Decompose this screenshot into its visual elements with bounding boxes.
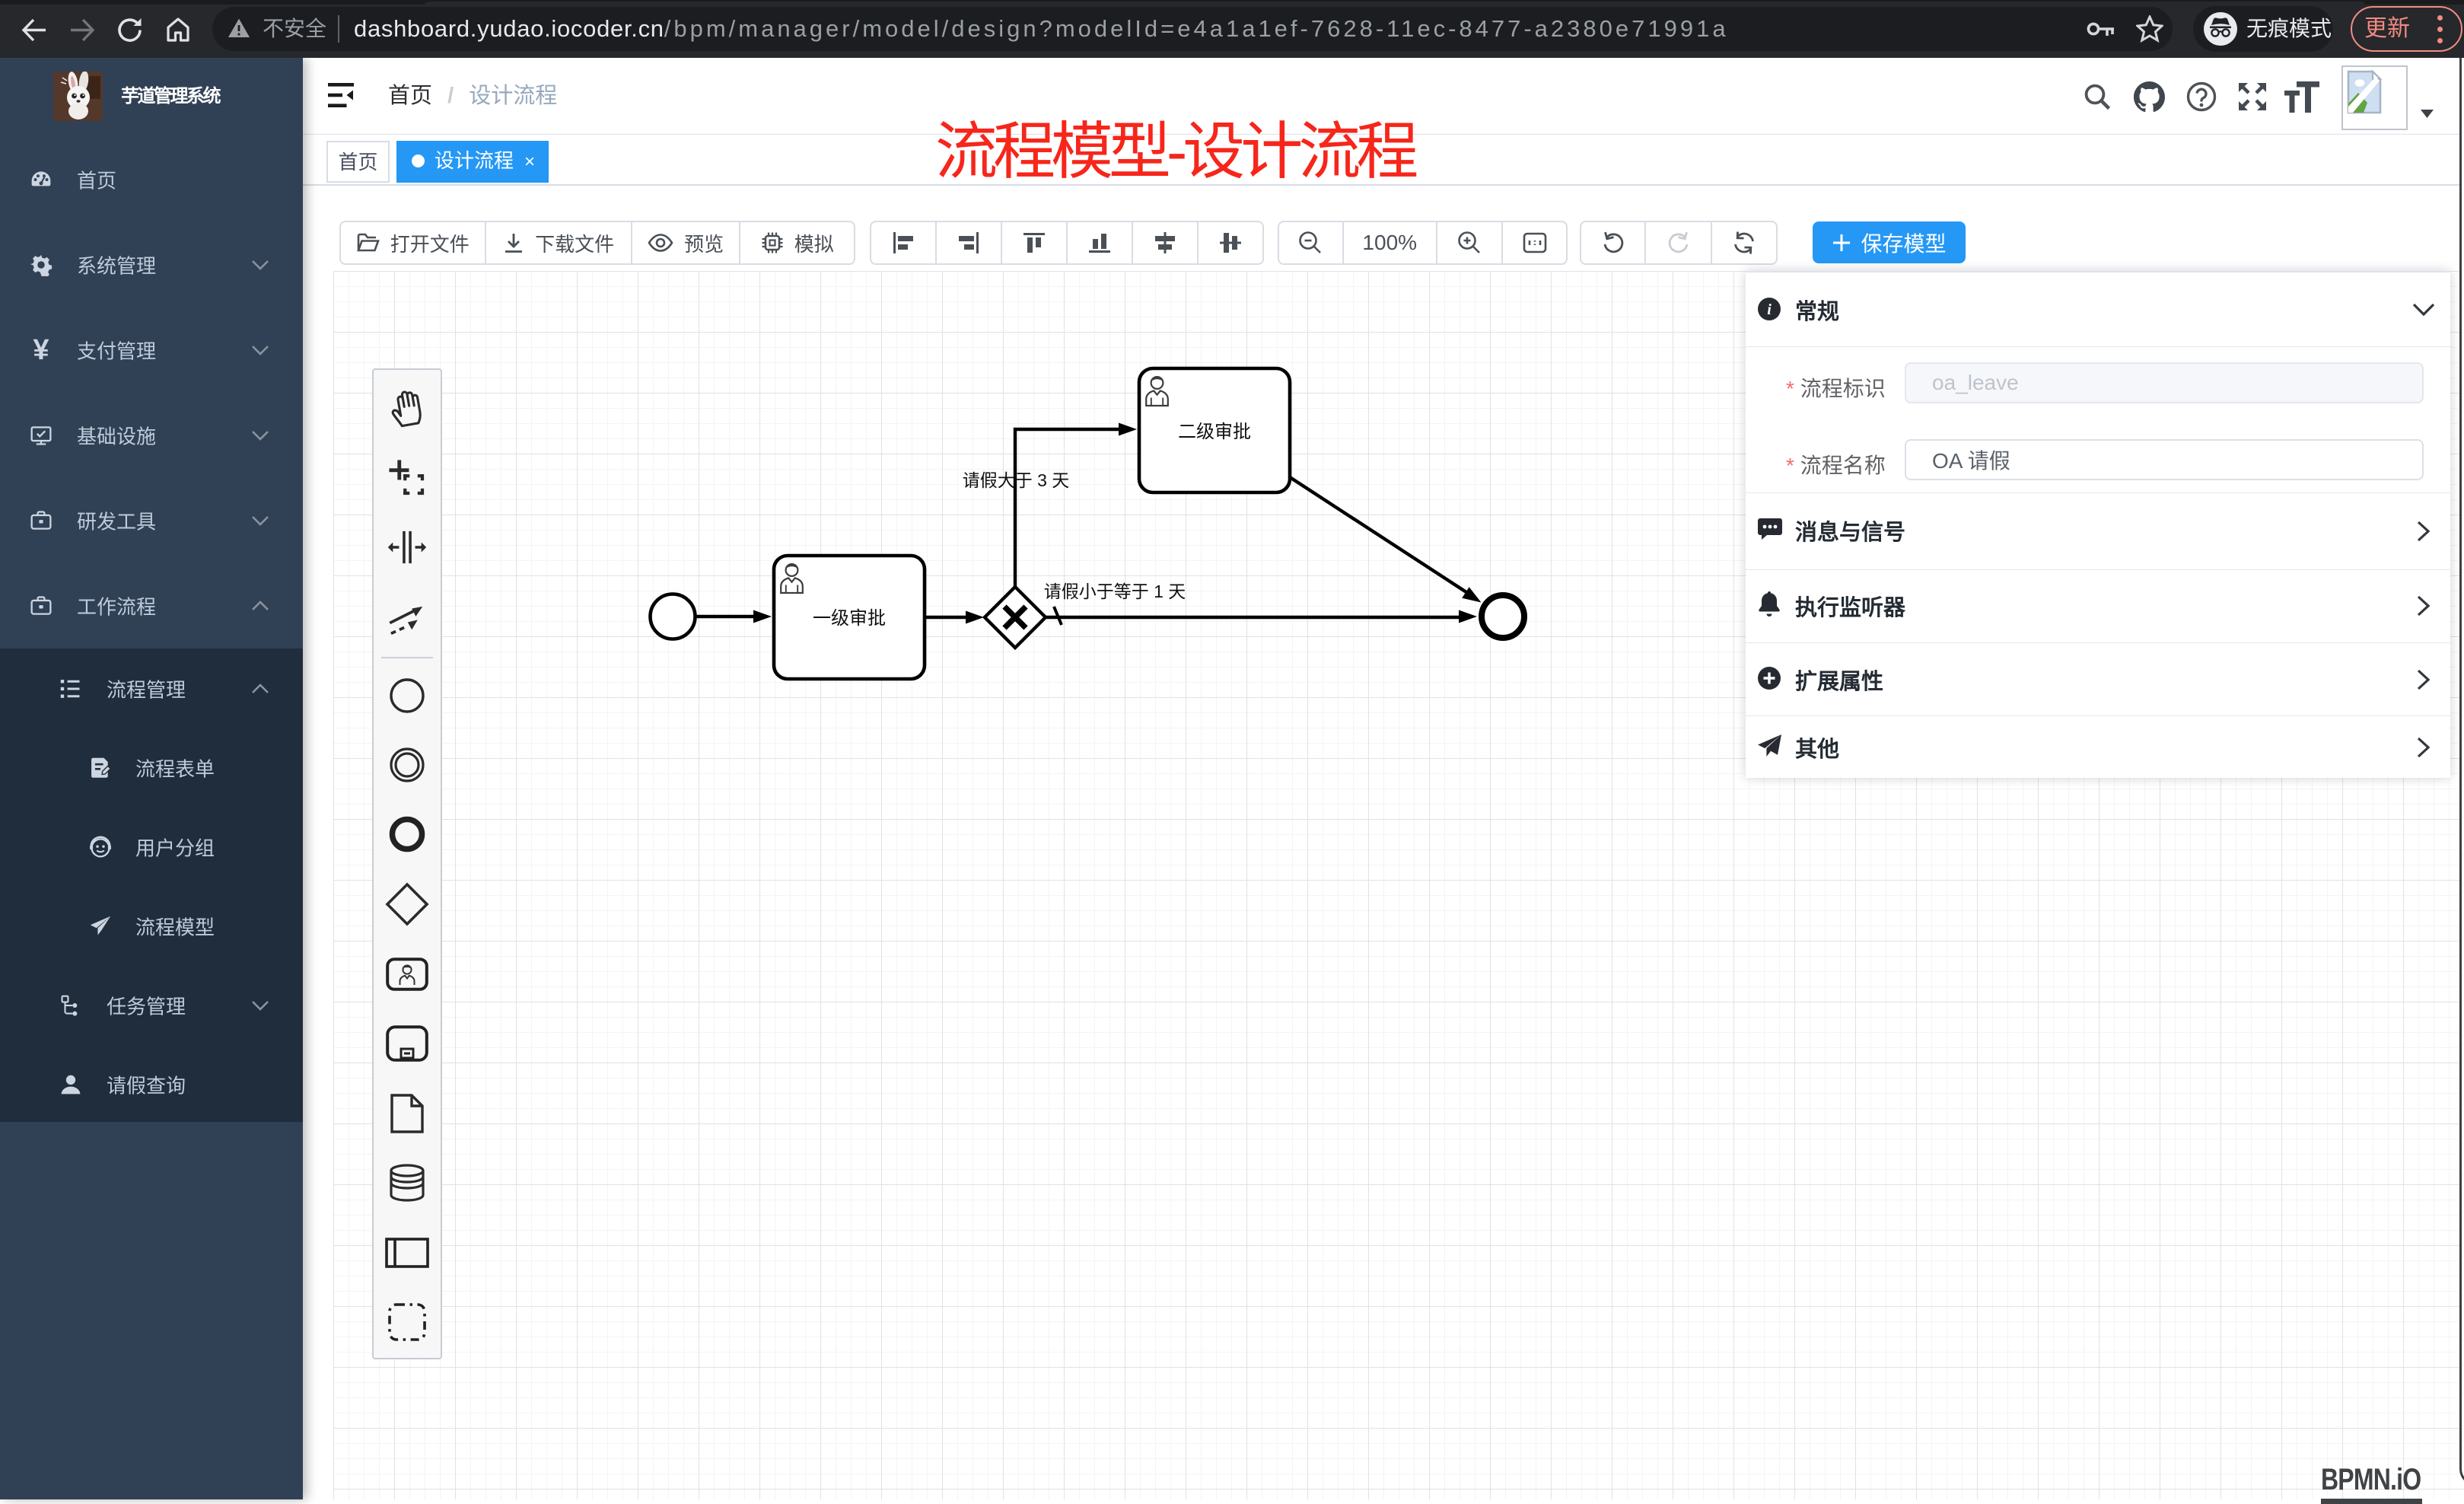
svg-text:一级审批: 一级审批 bbox=[813, 608, 886, 629]
svg-text:请假小于等于 1 天: 请假小于等于 1 天 bbox=[1044, 582, 1186, 601]
svg-text:i: i bbox=[1767, 301, 1772, 318]
svg-text:请假大于 3 天: 请假大于 3 天 bbox=[963, 470, 1070, 490]
svg-text:二级审批: 二级审批 bbox=[1178, 422, 1251, 442]
